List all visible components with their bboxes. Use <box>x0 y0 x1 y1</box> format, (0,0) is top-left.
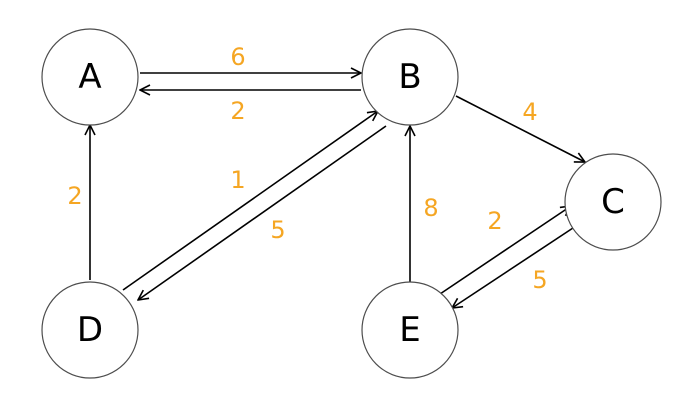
edge-a-to-b: 6 <box>140 43 361 73</box>
node-label: C <box>601 182 625 222</box>
edge-weight-label: 5 <box>532 266 547 294</box>
nodes: A B C D E <box>41 28 662 379</box>
edge-arrow <box>439 206 571 295</box>
node-circle <box>41 28 139 126</box>
edge-arrow <box>452 225 577 308</box>
edge-arrow <box>455 95 585 162</box>
edge-d-to-a: 2 <box>67 125 90 280</box>
node-label: B <box>398 57 421 97</box>
edge-weight-label: 2 <box>487 207 502 235</box>
edge-weight-label: 6 <box>230 43 245 71</box>
node-e: E <box>361 281 459 379</box>
node-label: E <box>399 310 420 350</box>
node-a: A <box>41 28 139 126</box>
edge-weight-label: 2 <box>67 182 82 210</box>
edge-e-to-b: 8 <box>410 126 439 282</box>
edge-c-to-e: 5 <box>452 225 577 308</box>
edge-arrow <box>122 111 378 291</box>
node-label: D <box>77 310 103 350</box>
edge-arrow <box>138 125 387 300</box>
edge-weight-label: 4 <box>522 98 537 126</box>
edge-weight-label: 2 <box>230 97 245 125</box>
edge-e-to-c: 2 <box>439 206 571 295</box>
node-d: D <box>41 281 139 379</box>
node-circle <box>361 28 459 126</box>
edge-weight-label: 5 <box>270 216 285 244</box>
edge-b-to-c: 4 <box>455 95 585 162</box>
edge-d-to-b: 1 <box>122 111 378 291</box>
edge-b-to-d: 5 <box>138 125 387 300</box>
edge-weight-label: 1 <box>230 166 245 194</box>
node-b: B <box>361 28 459 126</box>
node-circle <box>41 281 139 379</box>
node-circle <box>564 153 662 251</box>
node-circle <box>361 281 459 379</box>
edge-b-to-a: 2 <box>140 90 361 125</box>
node-label: A <box>78 57 101 97</box>
node-c: C <box>564 153 662 251</box>
edge-weight-label: 8 <box>423 194 438 222</box>
